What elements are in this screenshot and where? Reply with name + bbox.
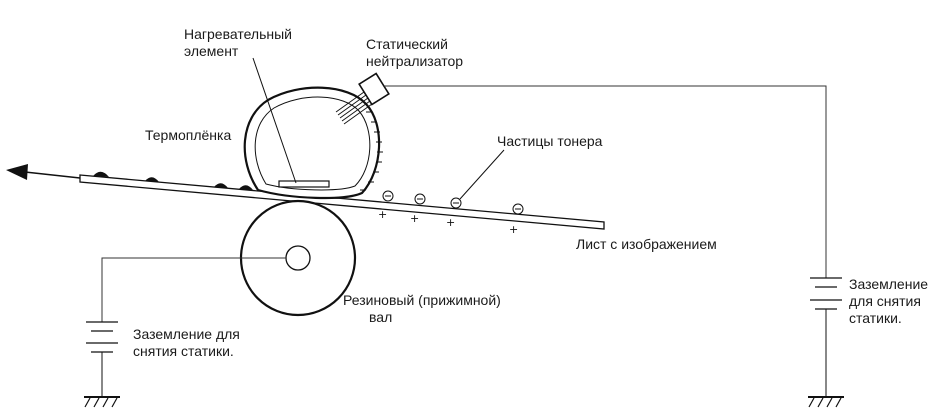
toner-particles-label: Частицы тонера — [497, 133, 603, 149]
film-charge-marks — [360, 111, 383, 191]
image-sheet-label: Лист с изображением — [576, 236, 717, 252]
right-ground-label: Заземление для снятия статики. — [849, 276, 928, 327]
positive-charge: + — [509, 223, 518, 236]
paper-direction-arrow — [6, 164, 81, 180]
toner-particle — [414, 193, 426, 205]
fuser-film-label: Термоплёнка — [145, 127, 232, 143]
static-neutralizer-label: Статический нейтрализатор — [366, 36, 463, 70]
right-ground-label-line2: для снятия — [849, 293, 921, 309]
toner-particle — [512, 203, 524, 215]
toner-particle — [382, 190, 394, 202]
fused-toner-mounds — [93, 171, 253, 190]
heating-element-leader — [252, 57, 297, 184]
static-neutralizer-label-line2: нейтрализатор — [366, 53, 464, 69]
positive-charge: + — [446, 216, 455, 229]
positive-charge: + — [378, 208, 387, 221]
heating-element-label-line2: элемент — [184, 43, 239, 59]
static-neutralizer — [335, 72, 390, 125]
pressure-roller-label: Резиновый (прижимной) вал — [343, 292, 501, 326]
left-ground-label-line1: Заземление для — [133, 326, 240, 342]
right-ground-symbol — [808, 277, 844, 408]
toner-particle — [450, 197, 462, 209]
heating-element — [278, 180, 330, 188]
paper-positive-charges: + + + + — [378, 208, 518, 236]
left-ground-symbol — [84, 321, 120, 408]
pressure-roller-label-line1: Резиновый (прижимной) — [343, 292, 501, 308]
heating-element-label: Нагревательный элемент — [184, 26, 292, 60]
toner-particles — [382, 190, 524, 215]
left-ground-label-line2: снятия статики. — [133, 343, 234, 359]
image-sheet — [79, 174, 605, 230]
pressure-roller-label-line2: вал — [369, 309, 393, 325]
static-neutralizer-label-line1: Статический — [366, 36, 448, 52]
heating-element-label-line1: Нагревательный — [184, 26, 292, 42]
left-ground-label: Заземление для снятия статики. — [133, 326, 240, 360]
neutralizer-ground-wire — [384, 85, 827, 278]
positive-charge: + — [410, 212, 419, 225]
right-ground-label-line1: Заземление — [849, 276, 929, 292]
roller-ground-wire — [101, 257, 286, 322]
toner-particles-leader — [459, 149, 505, 200]
right-ground-label-line3: статики. — [849, 310, 902, 326]
